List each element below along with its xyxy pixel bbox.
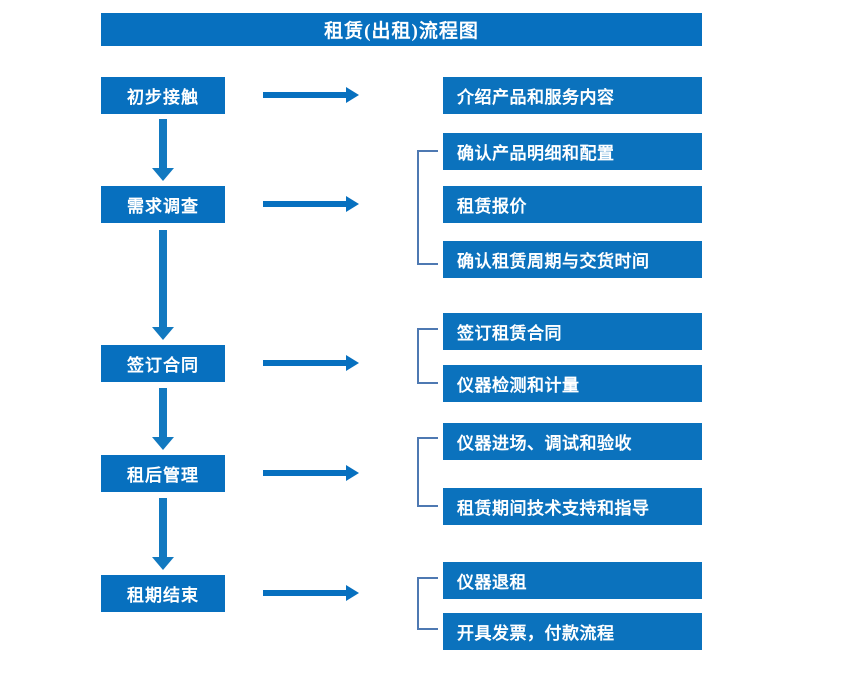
task-box-5[interactable]: 签订租赁合同 [443, 313, 702, 350]
down-arrow-stage4-stage5 [152, 498, 174, 570]
arrow-head [346, 465, 359, 481]
arrow-shaft [159, 498, 167, 557]
task-box-4[interactable]: 确认租赁周期与交货时间 [443, 241, 702, 278]
arrow-head [152, 327, 174, 340]
right-arrow-stage1 [263, 85, 359, 105]
arrow-shaft [263, 92, 347, 98]
bracket-group-termination [417, 577, 438, 630]
arrow-head [346, 87, 359, 103]
bracket-group-requirements [417, 150, 438, 265]
down-arrow-stage2-stage3 [152, 230, 174, 340]
task-box-3[interactable]: 租赁报价 [443, 186, 702, 223]
right-arrow-stage2 [263, 194, 359, 214]
arrow-shaft [263, 360, 347, 366]
down-arrow-stage3-stage4 [152, 388, 174, 450]
task-box-2[interactable]: 确认产品明细和配置 [443, 133, 702, 170]
chart-title: 租赁(出租)流程图 [101, 13, 702, 46]
stage-box-1[interactable]: 初步接触 [101, 77, 225, 114]
arrow-head [152, 437, 174, 450]
task-box-7[interactable]: 仪器进场、调试和验收 [443, 423, 702, 460]
arrow-shaft [263, 590, 347, 596]
arrow-head [346, 585, 359, 601]
task-box-10[interactable]: 开具发票，付款流程 [443, 613, 702, 650]
right-arrow-stage4 [263, 463, 359, 483]
arrow-head [346, 196, 359, 212]
stage-box-2[interactable]: 需求调查 [101, 186, 225, 223]
arrow-head [152, 168, 174, 181]
arrow-shaft [159, 230, 167, 327]
task-box-9[interactable]: 仪器退租 [443, 562, 702, 599]
task-box-6[interactable]: 仪器检测和计量 [443, 365, 702, 402]
right-arrow-stage3 [263, 353, 359, 373]
bracket-group-postrental [417, 437, 438, 507]
bracket-group-contract [417, 328, 438, 384]
task-box-8[interactable]: 租赁期间技术支持和指导 [443, 488, 702, 525]
stage-box-3[interactable]: 签订合同 [101, 345, 225, 382]
arrow-shaft [159, 388, 167, 437]
stage-box-5[interactable]: 租期结束 [101, 575, 225, 612]
arrow-head [152, 557, 174, 570]
arrow-head [346, 355, 359, 371]
right-arrow-stage5 [263, 583, 359, 603]
down-arrow-stage1-stage2 [152, 119, 174, 181]
arrow-shaft [159, 119, 167, 168]
arrow-shaft [263, 470, 347, 476]
task-box-1[interactable]: 介绍产品和服务内容 [443, 77, 702, 114]
stage-box-4[interactable]: 租后管理 [101, 455, 225, 492]
arrow-shaft [263, 201, 347, 207]
